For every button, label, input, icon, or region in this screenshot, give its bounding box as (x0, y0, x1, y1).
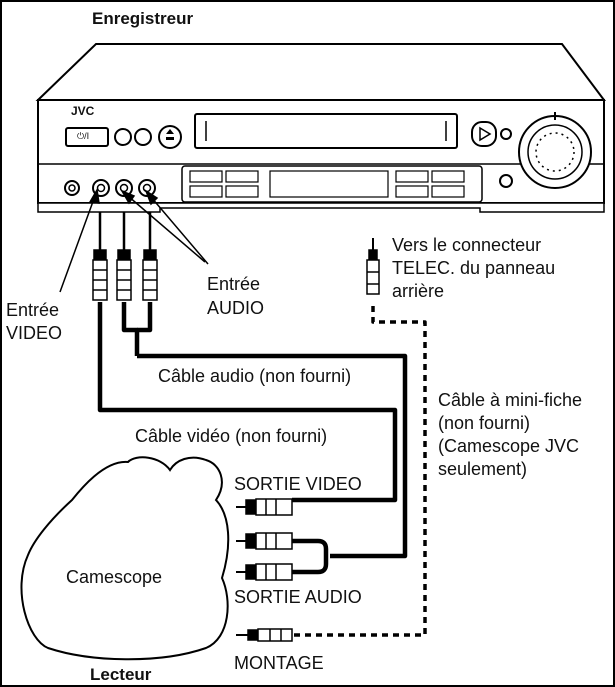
mini-cable-line-3: (Camescope JVC (438, 436, 580, 456)
video-input-label-1: Entrée (6, 300, 60, 320)
player-title: Lecteur (90, 665, 152, 684)
power-label: ⏻/I (77, 131, 90, 141)
vcr-top-face (35, 43, 606, 101)
front-display (269, 170, 389, 198)
video-out-plug (236, 498, 293, 516)
video-input-label-2: VIDEO (6, 323, 63, 343)
video-plug-top (92, 212, 108, 301)
audio-cable-left (121, 302, 140, 356)
remote-target-line-3: arrière (392, 281, 445, 301)
audio-cable-label: Câble audio (non fourni) (158, 366, 352, 386)
remote-target-line-2: TELEC. du panneau (392, 258, 556, 278)
camcorder-outline (20, 456, 230, 661)
audio-plug-left-top (116, 212, 132, 301)
mini-cable-line-2: (non fourni) (438, 413, 531, 433)
video-cable (97, 302, 398, 503)
mini-cable-line-4: seulement) (438, 459, 528, 479)
button-round-1 (114, 128, 132, 146)
edit-mini-plug (236, 628, 293, 642)
edit-label: MONTAGE (234, 653, 324, 673)
stop-button (500, 128, 512, 140)
audio-cable (137, 353, 408, 559)
video-output-label: SORTIE VIDEO (234, 474, 362, 494)
button-round-2 (134, 128, 152, 146)
audio-plug-right-top (142, 212, 158, 301)
audio-input-label-2: AUDIO (207, 298, 265, 318)
camcorder-label: Camescope (66, 567, 163, 587)
input-arrows (59, 187, 209, 293)
timer-button (499, 174, 513, 188)
mini-jack-plug-top (366, 238, 380, 295)
jvc-logo: JVC (71, 104, 95, 118)
audio-out-plug-2 (236, 563, 293, 581)
remote-target-line-1: Vers le connecteur (392, 235, 542, 255)
mini-jack-cable (292, 306, 427, 637)
audio-input-label-1: Entrée (207, 274, 261, 294)
audio-output-label: SORTIE AUDIO (234, 587, 362, 607)
audio-out-plug-1 (236, 532, 293, 550)
recorder-title: Enregistreur (92, 9, 194, 28)
audio-cable-right (137, 302, 153, 333)
power-button (65, 127, 109, 147)
audio-cable-split (292, 538, 329, 575)
vcr-recorder (35, 43, 606, 213)
cassette-slot (194, 113, 458, 149)
mini-cable-line-1: Câble à mini-fiche (438, 390, 583, 410)
video-cable-label: Câble vidéo (non fourni) (135, 426, 328, 446)
